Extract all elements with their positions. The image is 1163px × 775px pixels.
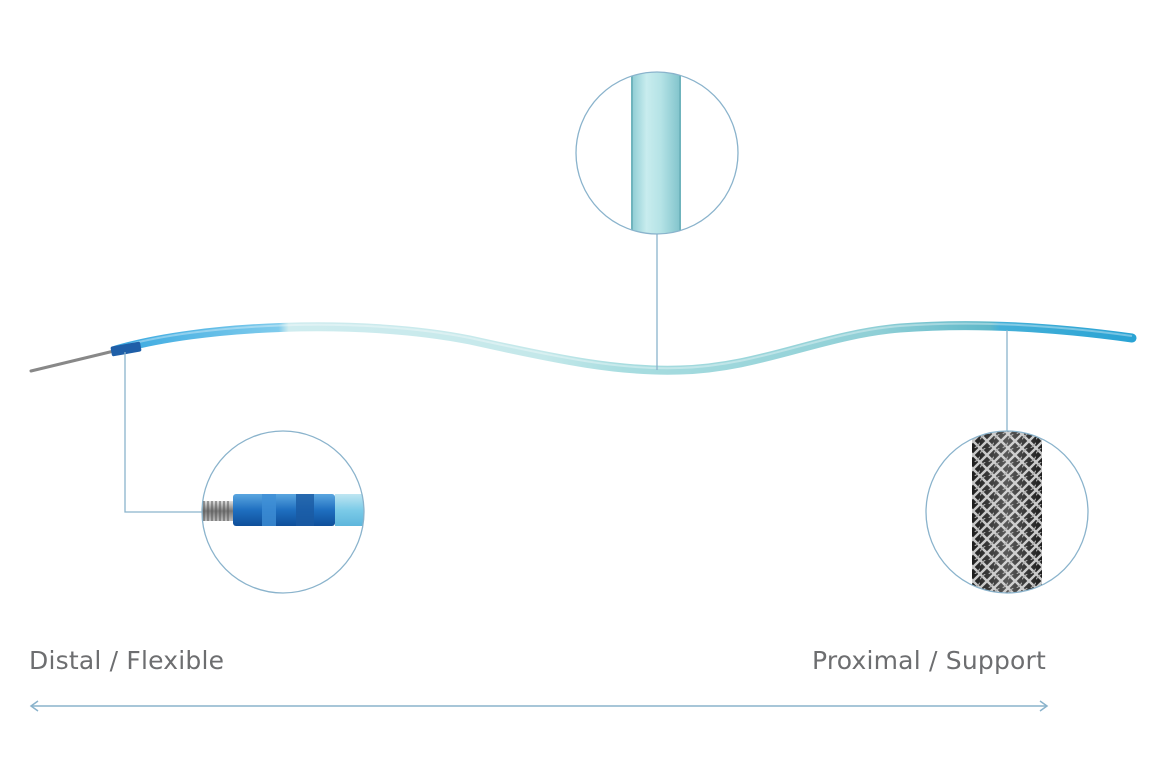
shaft-segment-icon xyxy=(632,72,680,234)
proximal-support-label: Proximal / Support xyxy=(812,646,1046,675)
mid-shaft-detail xyxy=(575,71,739,235)
proximal-braid-detail xyxy=(925,430,1089,594)
coil-tip-icon xyxy=(202,501,235,521)
callout-line-distal xyxy=(124,352,203,513)
callout-lines xyxy=(124,234,1008,513)
arrow-right-icon xyxy=(1039,700,1049,712)
direction-arrow xyxy=(29,700,1049,712)
distal-flexible-label: Distal / Flexible xyxy=(29,646,225,675)
catheter-tip-marker xyxy=(110,341,142,357)
distal-tip-detail xyxy=(201,430,365,594)
arrow-left-icon xyxy=(29,700,39,712)
guide-wire xyxy=(29,349,116,373)
catheter-shaft-highlight xyxy=(115,322,1133,370)
catheter-shaft xyxy=(111,321,1137,375)
